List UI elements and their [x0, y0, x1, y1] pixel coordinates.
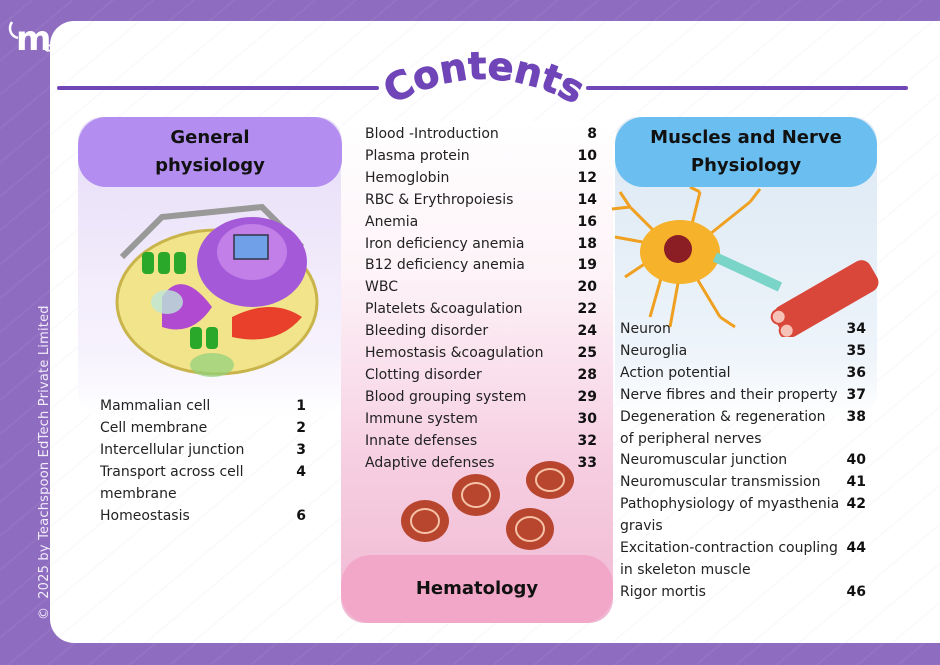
title-rule-left: [57, 86, 379, 90]
page-number: 4: [296, 463, 306, 480]
page-number: 35: [846, 342, 866, 359]
hematology-card: [341, 121, 613, 623]
rbc-shape: [452, 474, 500, 516]
stethoscope-m-logo-icon: m: [8, 19, 52, 59]
toc-row[interactable]: Degeneration & regeneration of periphera…: [620, 408, 866, 447]
page-number: 18: [577, 235, 597, 252]
rbc-shape: [526, 461, 574, 499]
page-number: 1: [296, 398, 306, 414]
page-number: 46: [846, 583, 866, 600]
page-number: 10: [577, 147, 597, 164]
page-number: 12: [577, 169, 597, 186]
title-rule-right: [586, 86, 908, 90]
page-number: 34: [846, 321, 866, 337]
page-number: 32: [577, 432, 597, 449]
neuron-muscle-illustration: [610, 185, 880, 339]
page-number: 30: [577, 410, 597, 427]
muscle-fibre-shape: [770, 260, 879, 339]
page-number: 3: [296, 441, 306, 458]
page-number: 41: [846, 474, 866, 491]
brand-logo: m: [6, 16, 54, 59]
page-number: 42: [846, 496, 866, 513]
page-number: 16: [577, 213, 597, 230]
axon-shape: [712, 252, 783, 292]
page-number: 28: [577, 366, 597, 383]
page-number: 40: [846, 452, 866, 469]
rbc-shape: [401, 500, 449, 542]
page-number: 22: [577, 301, 597, 318]
page-number: 20: [577, 279, 597, 296]
page-number: 8: [587, 126, 597, 142]
rbc-shape: [506, 508, 554, 550]
page-number: 6: [296, 507, 306, 524]
page-number: 14: [577, 191, 597, 208]
svg-text:m: m: [16, 19, 51, 56]
page-number: 29: [577, 388, 597, 405]
page-number: 38: [846, 408, 866, 425]
page-number: 2: [296, 419, 306, 436]
animal-cell-illustration: [102, 187, 322, 387]
page-number: 19: [577, 257, 597, 274]
red-blood-cells-illustration: [390, 461, 590, 561]
page-title: Contents: [376, 43, 592, 113]
hematology-heading: Hematology: [341, 555, 613, 623]
page-title-text: Contents: [383, 44, 583, 113]
nucleus-shape: [664, 235, 692, 263]
er-shape: [232, 307, 302, 340]
page-number: 36: [846, 364, 866, 381]
toc-row[interactable]: Excitation-contraction coupling in skele…: [620, 540, 866, 578]
page-number: 24: [577, 323, 597, 340]
page-number: 25: [577, 345, 597, 362]
page-number: 44: [846, 540, 866, 557]
page-number: 37: [846, 386, 866, 403]
page-number: 33: [577, 454, 597, 471]
